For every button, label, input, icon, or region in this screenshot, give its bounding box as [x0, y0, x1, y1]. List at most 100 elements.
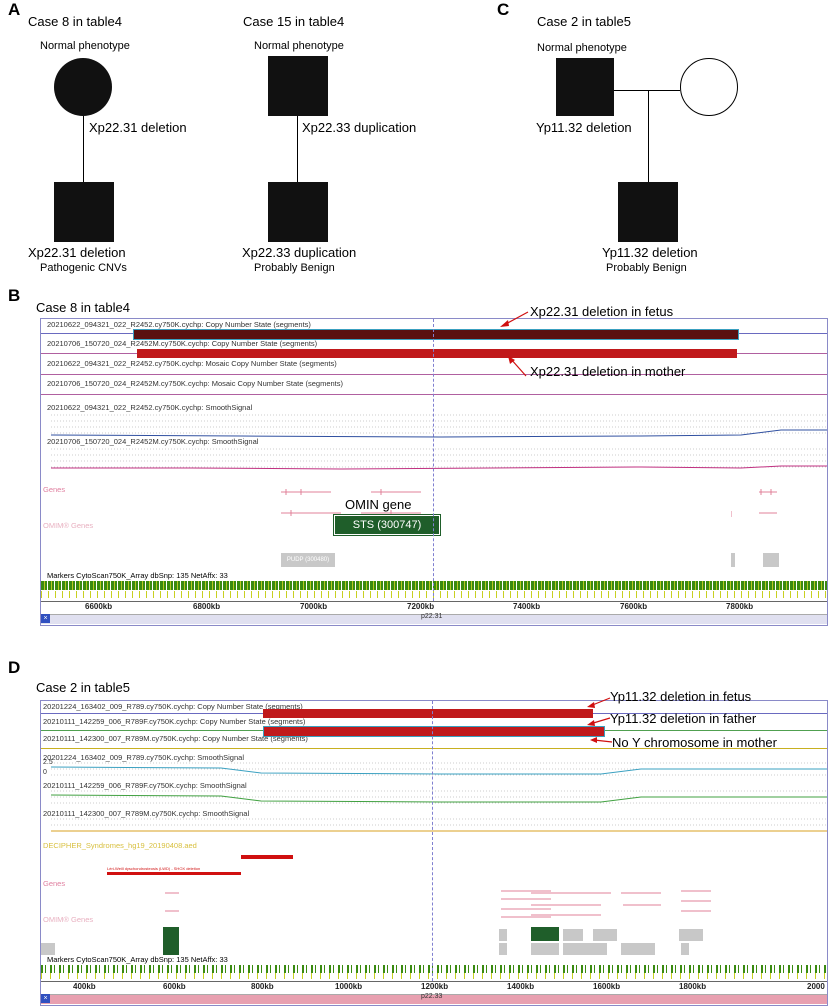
track-name: 20210111_142300_007_R789M.cy750K.cychp: …: [43, 734, 308, 743]
axis-tick: 2000: [807, 982, 825, 991]
fetus-square: [268, 182, 328, 242]
track-name: 20210111_142300_007_R789M.cy750K.cychp: …: [43, 809, 250, 818]
track-baseline: [41, 374, 827, 375]
band-label: p22.33: [421, 993, 443, 1000]
track-name: 20210706_150720_024_R2452M.cy750K.cychp:…: [47, 339, 318, 348]
edge-label: Xp22.31 deletion: [89, 120, 187, 135]
case-title: Case 8 in table4: [28, 14, 122, 29]
annotation-arrows: [500, 311, 529, 377]
omim-gene-box: [531, 943, 559, 955]
deletion-segment-mother: [137, 349, 737, 358]
omim-gene-box: [763, 553, 779, 567]
omim-track-label: OMIM® Genes: [43, 915, 94, 924]
omim-gene-box: [731, 553, 735, 567]
child-class: Pathogenic CNVs: [40, 262, 127, 274]
father-label: Yp11.32 deletion: [536, 120, 632, 135]
track-baseline: [41, 748, 827, 749]
axis-tick: 800kb: [251, 982, 274, 991]
y-tick: 2.5: [43, 759, 53, 766]
gene-glyphs: [731, 489, 777, 517]
gene-glyphs: [165, 890, 711, 918]
chromosome-band-bar: [41, 994, 827, 1004]
axis-tick: 6800kb: [193, 602, 221, 611]
annotation-father: Yp11.32 deletion in father: [610, 711, 757, 726]
deletion-segment-father: [263, 726, 605, 737]
annotation-fetus: Xp22.31 deletion in fetus: [530, 304, 674, 319]
decipher-track-label: DECIPHER_Syndromes_hg19_20190408.aed: [43, 841, 197, 850]
axis-line: [41, 981, 827, 982]
smooth-signal-plot: [50, 414, 827, 470]
axis-tick: 400kb: [73, 982, 96, 991]
deletion-segment-fetus: [133, 329, 739, 340]
track-name: 20210111_142259_006_R789F.cy750K.cychp: …: [43, 717, 306, 726]
case-title: Case 2 in table5: [537, 14, 631, 29]
marriage-line: [614, 90, 680, 91]
axis-tick: 1400kb: [507, 982, 535, 991]
omim-gene-box: [679, 929, 703, 941]
track-name: 20210706_150720_024_R2452M.cy750K.cychp:…: [47, 379, 344, 388]
panel-label-d: D: [8, 658, 21, 677]
marker-track: [41, 581, 827, 590]
father-square: [268, 56, 328, 116]
track-name: 20201224_163402_009_R789.cy750K.cychp: C…: [43, 702, 303, 711]
axis-tick: 7200kb: [407, 602, 435, 611]
pedigree-line: [297, 116, 298, 182]
annotation-mother: Xp22.31 deletion in mother: [530, 364, 686, 379]
band-label: p22.31: [421, 613, 443, 620]
phenotype-label: Normal phenotype: [40, 40, 130, 52]
child-label: Yp11.32 deletion: [602, 245, 698, 260]
axis-tick: 7400kb: [513, 602, 541, 611]
track-name: 20210111_142259_006_R789F.cy750K.cychp: …: [43, 781, 247, 790]
close-icon[interactable]: ×: [41, 614, 50, 623]
child-class: Probably Benign: [254, 262, 335, 274]
close-icon[interactable]: ×: [41, 994, 50, 1003]
omim-gene-box: [499, 929, 507, 941]
gene-glyphs: [281, 489, 421, 516]
decipher-segment: [107, 872, 241, 875]
marker-track: [41, 965, 827, 973]
annotation-mother: No Y chromosome in mother: [612, 735, 777, 750]
pedigree-line: [83, 116, 84, 182]
omim-gene-box: [593, 929, 617, 941]
smooth-signal-plot: [50, 762, 827, 832]
mother-circle: [680, 58, 738, 116]
deletion-segment-fetus: [263, 709, 593, 718]
position-cursor: [433, 319, 434, 601]
mother-circle: [54, 58, 112, 116]
phenotype-label: Normal phenotype: [254, 40, 344, 52]
panel-label-b: B: [8, 286, 21, 305]
father-square: [556, 58, 614, 116]
edge-label: Xp22.33 duplication: [302, 120, 417, 135]
decipher-item: Léri-Weill dyschondrosteosis (LWD) - SHO…: [107, 866, 201, 871]
axis-tick: 7800kb: [726, 602, 754, 611]
axis-line: [41, 601, 827, 602]
omim-gene-box: [41, 943, 55, 955]
annotation-arrows: [587, 697, 613, 743]
track-name: 20210622_094321_022_R2452.cy750K.cychp: …: [47, 359, 337, 368]
pudp-gene-box: PUDP (300480): [281, 553, 335, 567]
track-name: 20210706_150720_024_R2452M.cy750K.cychp:…: [47, 437, 259, 446]
omim-gene-box: [621, 943, 655, 955]
sts-gene-box: STS (300747): [333, 514, 441, 536]
track-name: 20210622_094321_022_R2452.cy750K.cychp: …: [47, 403, 253, 412]
panel-label-c: C: [497, 0, 510, 19]
omim-gene-box: [563, 943, 607, 955]
omim-gene-box: [681, 943, 689, 955]
genes-track-label: Genes: [43, 879, 66, 888]
position-cursor: [432, 701, 433, 981]
omim-gene-box: [563, 929, 583, 941]
case-title: Case 8 in table4: [36, 300, 130, 315]
genome-browser-b: 20210622_094321_022_R2452.cy750K.cychp: …: [40, 318, 828, 626]
axis-tick: 600kb: [163, 982, 186, 991]
markers-track-label: Markers CytoScan750K_Array dbSnp: 135 Ne…: [47, 955, 228, 964]
track-name: 20201224_163402_009_R789.cy750K.cychp: S…: [43, 753, 244, 762]
axis-tick: 1200kb: [421, 982, 449, 991]
genes-track-label: Genes: [43, 485, 66, 494]
fetus-square: [54, 182, 114, 242]
omim-gene-box: [499, 943, 507, 955]
genome-browser-d: 20201224_163402_009_R789.cy750K.cychp: C…: [40, 700, 828, 1006]
phenotype-label: Normal phenotype: [537, 42, 627, 54]
axis-tick: 1800kb: [679, 982, 707, 991]
child-class: Probably Benign: [606, 262, 687, 274]
panel-label-a: A: [8, 0, 21, 19]
